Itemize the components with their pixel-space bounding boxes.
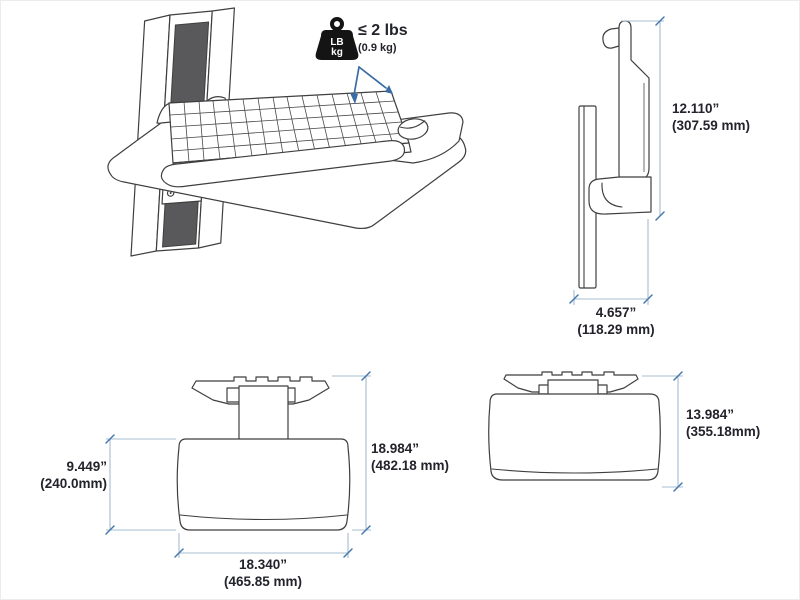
weight-limit-value: ≤ 2 lbs bbox=[358, 22, 408, 39]
keyboard-key-columns bbox=[183, 91, 394, 163]
compact-wall-bracket bbox=[503, 371, 639, 397]
compact-width-inches: 13.984” bbox=[686, 407, 735, 422]
side-wall-track bbox=[578, 105, 597, 289]
weight-limit-label: ≤ 2 lbs (0.9 kg) bbox=[358, 21, 408, 55]
tray-width-inches: 18.340” bbox=[238, 557, 288, 572]
side-pivot-bracket bbox=[588, 176, 652, 215]
mouse-icon bbox=[397, 118, 429, 140]
folded-tray-front bbox=[176, 438, 351, 531]
tray-depth-mm: (240.0mm) bbox=[40, 476, 107, 491]
side-height-inches: 12.110” bbox=[672, 101, 720, 116]
dimension-overall-depth bbox=[332, 371, 371, 535]
compact-width-mm: (355.18mm) bbox=[686, 424, 761, 439]
compact-folded-tray bbox=[488, 393, 661, 481]
front-view-compact bbox=[488, 371, 683, 492]
label-side-depth: 4.657” (118.29 mm) bbox=[551, 304, 681, 338]
label-side-height: 12.110” (307.59 mm) bbox=[672, 100, 750, 134]
dimension-compact-width bbox=[642, 371, 683, 492]
dimension-tray-depth bbox=[105, 434, 176, 535]
dimension-side-depth bbox=[569, 219, 653, 305]
wall-bracket bbox=[191, 376, 330, 441]
side-folded-tray bbox=[602, 20, 650, 182]
dimension-tray-width bbox=[174, 533, 353, 558]
label-tray-width: 18.340” (465.85 mm) bbox=[178, 556, 348, 590]
overall-depth-mm: (482.18 mm) bbox=[371, 458, 450, 473]
wrist-rest bbox=[160, 140, 406, 188]
label-overall-depth: 18.984” (482.18 mm) bbox=[371, 440, 449, 474]
weight-icon-kg-text: kg bbox=[331, 47, 343, 58]
tray-width-mm: (465.85 mm) bbox=[223, 574, 303, 589]
front-view-folded bbox=[105, 371, 371, 558]
side-depth-inches: 4.657” bbox=[595, 305, 637, 320]
side-height-mm: (307.59 mm) bbox=[672, 118, 751, 133]
weight-icon-lb-text: LB bbox=[330, 37, 343, 48]
dimension-side-height bbox=[621, 16, 665, 221]
side-depth-mm: (118.29 mm) bbox=[577, 322, 655, 337]
label-compact-width: 13.984” (355.18mm) bbox=[686, 406, 760, 440]
side-view bbox=[569, 16, 665, 305]
track-slot-lower bbox=[162, 197, 199, 248]
weight-limit-metric: (0.9 kg) bbox=[358, 42, 397, 54]
overall-depth-inches: 18.984” bbox=[371, 441, 420, 456]
riser-column bbox=[238, 385, 289, 441]
weight-pointer-arrows bbox=[350, 66, 393, 104]
label-tray-depth: 9.449” (240.0mm) bbox=[19, 458, 107, 492]
weight-icon: LB kg bbox=[315, 17, 359, 60]
track-slot-upper bbox=[169, 21, 210, 115]
tray-depth-inches: 9.449” bbox=[66, 459, 107, 474]
main-illustration: LB kg bbox=[107, 7, 467, 257]
keyboard-key-rows bbox=[169, 100, 406, 152]
